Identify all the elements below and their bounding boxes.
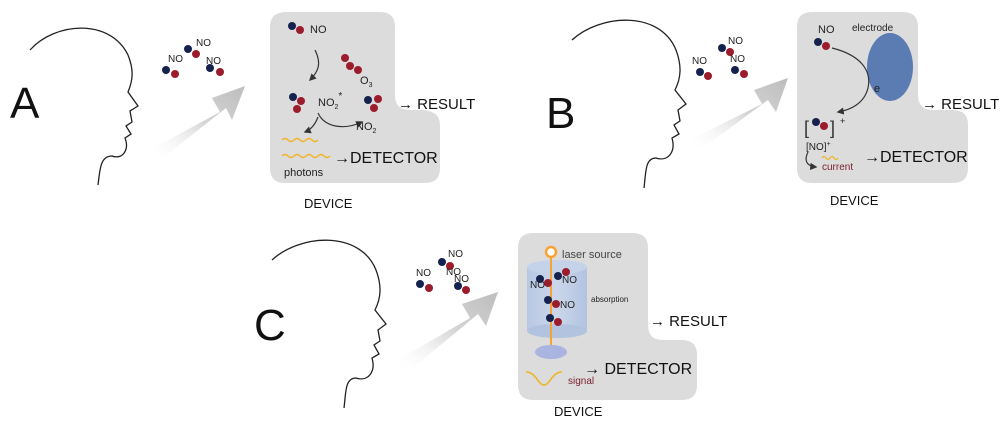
reaction-arrow <box>303 116 319 134</box>
electron-path <box>831 47 870 115</box>
signal-dip <box>525 371 563 386</box>
gas-label: NO <box>416 268 431 279</box>
panel-c: C NO NO NO NO laser source NO NO NO abso… <box>254 233 727 419</box>
gas-label: NO <box>206 56 221 67</box>
gas-molecules: NO NO NO NO <box>416 249 470 294</box>
signal-label: signal <box>568 376 594 387</box>
no-plus-label: [NO]+ <box>806 141 831 153</box>
head-profile <box>571 19 687 189</box>
bracket-open: [ <box>804 118 809 138</box>
panel-letter: A <box>10 79 40 128</box>
no-label: NO <box>310 24 327 36</box>
gas-label: NO <box>196 38 211 49</box>
o3-label: O3 <box>360 75 373 89</box>
gas-label: NO <box>168 54 183 65</box>
laser-source <box>544 245 558 259</box>
current-arrow <box>805 151 818 171</box>
reaction-arrow <box>308 49 320 82</box>
no2-label: NO2 <box>356 121 377 135</box>
result-label: → RESULT <box>922 96 999 113</box>
gas-label: NO <box>728 36 743 47</box>
gas-molecules: NO NO NO <box>162 38 224 78</box>
head-profile <box>271 239 387 409</box>
photon-wave <box>281 153 331 159</box>
flow-arrow <box>150 86 245 160</box>
device-label: DEVICE <box>304 196 353 211</box>
photons-label: photons <box>284 167 324 179</box>
detector-label: → DETECTOR <box>584 361 692 378</box>
electrode-shape <box>867 33 913 101</box>
no-label: NO <box>562 275 577 286</box>
no-label: NO <box>818 24 835 36</box>
bracket-close: ] <box>830 118 835 138</box>
gas-label: NO <box>454 274 469 285</box>
head-profile <box>29 27 139 186</box>
electrode-label: electrode <box>852 23 894 34</box>
current-wave <box>821 155 839 161</box>
detector-label: →DETECTOR <box>334 150 438 167</box>
gas-label: NO <box>446 267 461 278</box>
no-label: NO <box>560 300 575 311</box>
photon-wave <box>281 137 319 143</box>
absorption-cell-bottom <box>527 324 587 338</box>
electron-label: e <box>874 83 880 95</box>
detector-disc <box>535 345 567 359</box>
absorption-cell-top <box>527 260 587 274</box>
absorption-label: absorption <box>591 295 628 304</box>
laser-label: laser source <box>562 249 622 261</box>
panel-a: A NO NO NO NO O3 NO2* NO2 photons →DETEC… <box>10 12 475 211</box>
panel-b: B NO NO NO NO electrode e [ ] + [NO]+ cu… <box>546 12 999 208</box>
cation-charge: + <box>840 116 845 126</box>
result-label: → RESULT <box>398 96 475 113</box>
gas-label: NO <box>730 54 745 65</box>
gas-label: NO <box>448 249 463 260</box>
panel-letter: C <box>254 301 286 350</box>
no-label: NO <box>530 280 545 291</box>
no2-excited-label: NO2* <box>318 91 342 111</box>
detector-label: →DETECTOR <box>864 149 968 166</box>
device-label: DEVICE <box>554 404 603 419</box>
gas-molecules: NO NO NO <box>692 36 748 80</box>
flow-arrow <box>690 78 788 150</box>
device-label: DEVICE <box>830 193 879 208</box>
current-label: current <box>822 162 853 173</box>
panel-letter: B <box>546 89 575 138</box>
reaction-arrow <box>317 112 364 128</box>
gas-label: NO <box>692 56 707 67</box>
flow-arrow <box>398 292 498 372</box>
result-label: → RESULT <box>650 313 727 330</box>
